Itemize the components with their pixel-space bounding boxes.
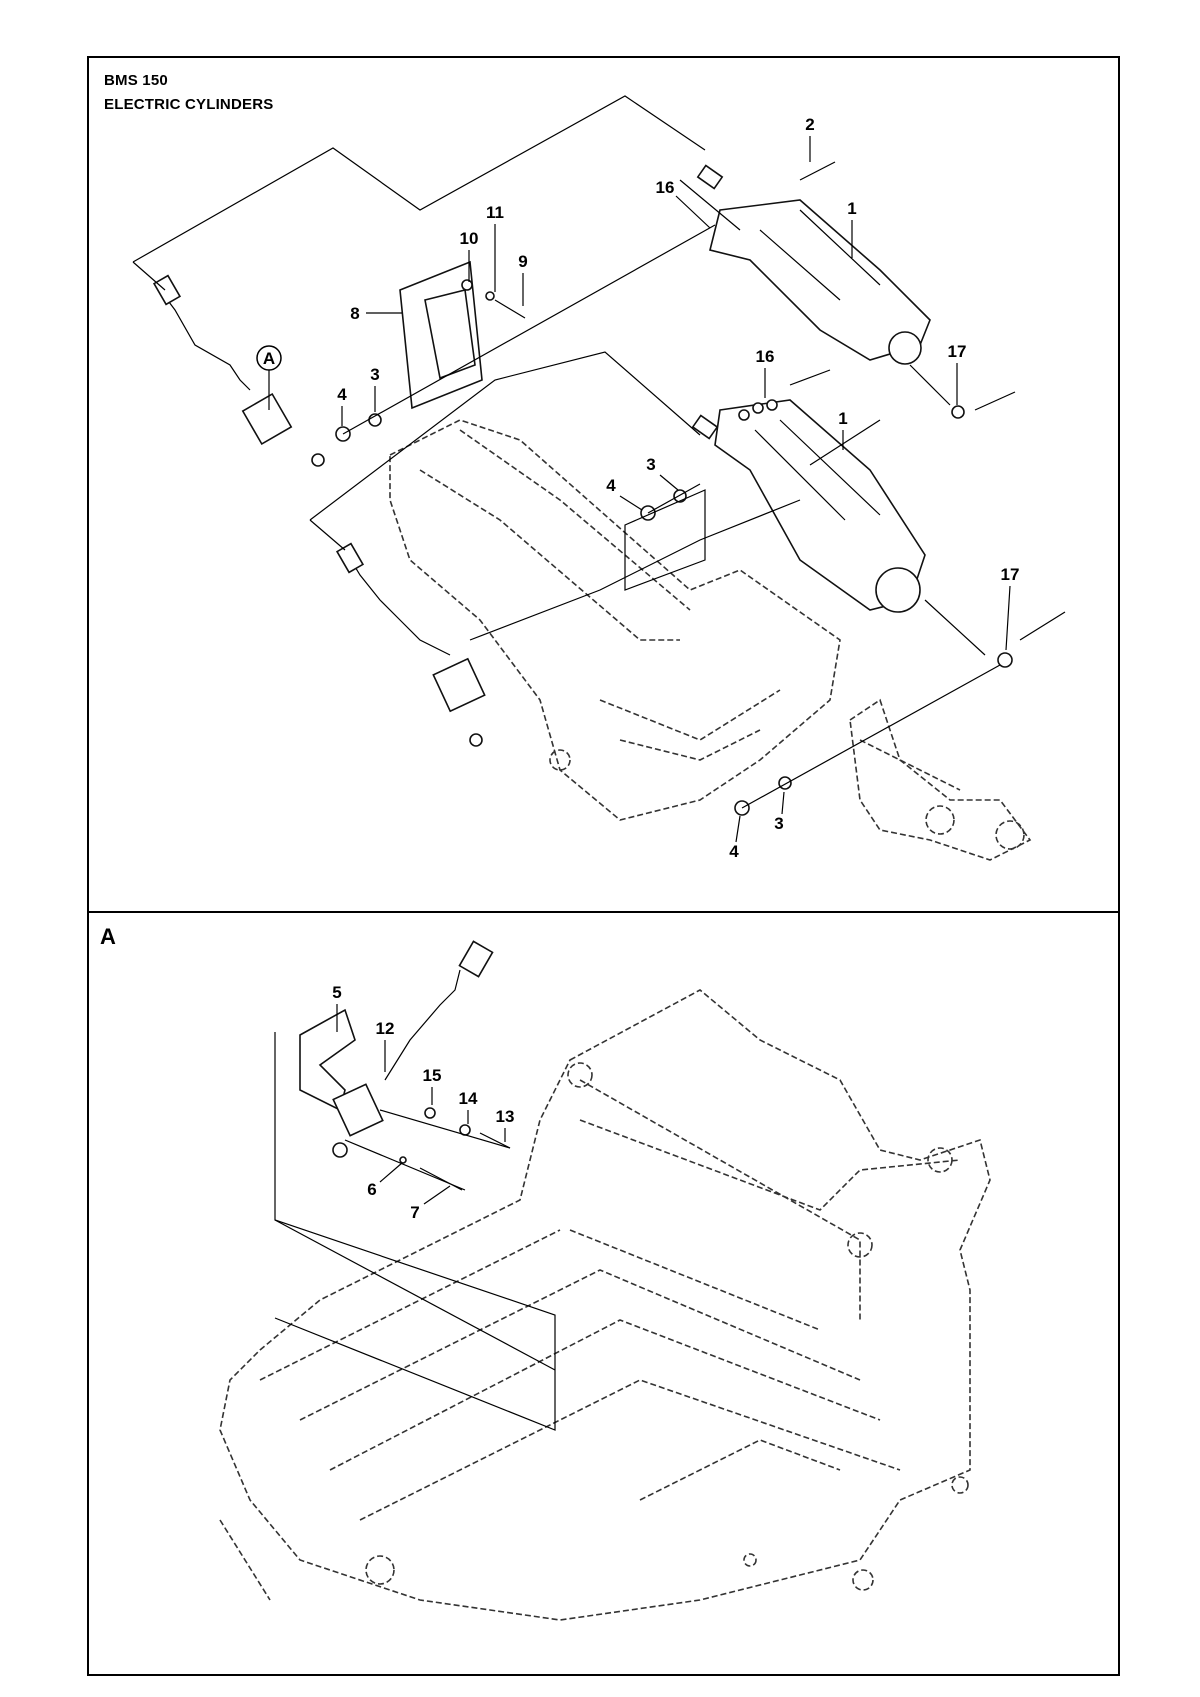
callout-17-lower: 17	[1001, 565, 1020, 584]
callout-13: 13	[496, 1107, 515, 1126]
callout-9: 9	[518, 252, 527, 271]
callout-3-upper-left: 3	[370, 365, 379, 384]
model-title: BMS 150	[104, 72, 168, 89]
callout-4-lower: 4	[729, 842, 739, 861]
callouts-top: 2 16 1 11 10 9 8 3 4 16 17 1 3 4 17 3 4	[337, 115, 1019, 861]
hardware-fasteners	[335, 161, 1066, 816]
callout-7: 7	[410, 1203, 419, 1222]
sensor-harness-upper	[152, 274, 325, 467]
callout-6: 6	[367, 1180, 376, 1199]
callout-16-lower: 16	[756, 347, 775, 366]
mounting-bracket	[399, 260, 483, 410]
detail-a-label: A	[100, 924, 116, 949]
callout-4-middle: 4	[606, 476, 616, 495]
assembly-lines-top	[132, 95, 1001, 809]
detail-a-marker-text: A	[263, 349, 275, 368]
callout-12: 12	[376, 1019, 395, 1038]
callout-15: 15	[423, 1066, 442, 1085]
section-divider	[87, 911, 1120, 913]
callout-3-lower: 3	[774, 814, 783, 833]
callout-10: 10	[460, 229, 479, 248]
callout-11: 11	[486, 203, 504, 222]
callout-2: 2	[805, 115, 814, 134]
callout-1-upper: 1	[847, 199, 856, 218]
callout-3-middle: 3	[646, 455, 655, 474]
ghost-chassis-frame	[219, 989, 991, 1621]
assembly-lines-bottom	[274, 1032, 556, 1431]
electric-cylinder-upper	[679, 164, 965, 419]
callout-5: 5	[332, 983, 341, 1002]
drawing-frame	[87, 56, 1120, 1676]
callout-4-upper-left: 4	[337, 385, 347, 404]
detail-a-sensor-assembly	[299, 940, 494, 1158]
callout-1-lower: 1	[838, 409, 847, 428]
sensor-harness-lower	[335, 542, 486, 747]
detail-a-reference-marker: A	[256, 345, 282, 410]
callouts-bottom: 5 12 15 14 13 6 7	[332, 983, 514, 1222]
callout-8: 8	[350, 304, 359, 323]
ghost-lift-frame	[389, 419, 1032, 861]
callout-17-upper: 17	[948, 342, 967, 361]
electric-cylinder-lower	[691, 399, 1013, 668]
section-title: ELECTRIC CYLINDERS	[104, 96, 274, 113]
callout-16-upper: 16	[656, 178, 675, 197]
callout-14: 14	[459, 1089, 478, 1108]
